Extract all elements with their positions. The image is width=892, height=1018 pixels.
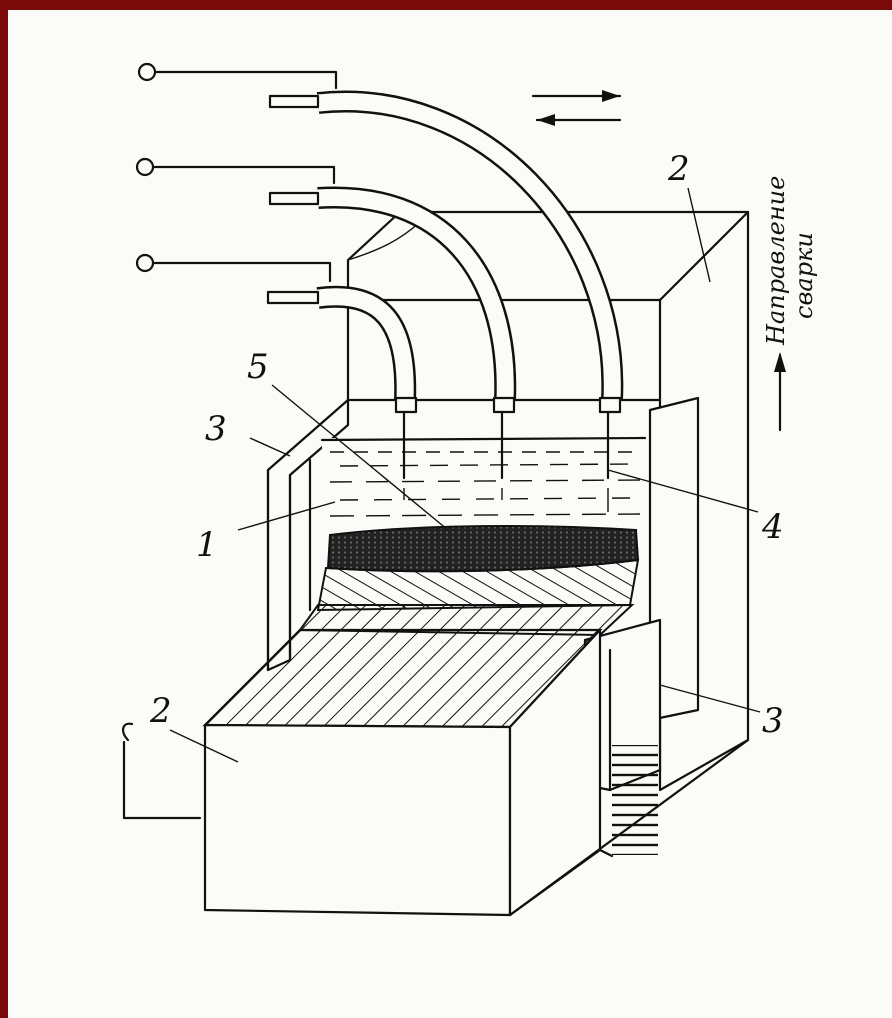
- label-cooling-shoe-right: 3: [762, 701, 784, 741]
- label-weld-pool: 5: [247, 347, 269, 387]
- right-cooling-shoe: [583, 396, 700, 855]
- electrode-wires: [402, 410, 610, 512]
- welding-direction-arrow: [774, 352, 786, 432]
- electrode-hoses: [266, 90, 624, 414]
- direction-text-line1: Направление: [762, 176, 790, 346]
- welding-direction-label: Направление сварки: [762, 176, 818, 346]
- left-cooling-shoe: [266, 398, 350, 672]
- direction-text-line2: сварки: [790, 232, 818, 319]
- label-slag-pool: 1: [196, 525, 218, 565]
- leader-lines: [169, 187, 761, 763]
- label-cooling-shoe-left: 3: [205, 409, 227, 449]
- weld-metal: [298, 558, 640, 637]
- oscillation-arrows: [531, 90, 622, 126]
- lower-base-metal-plate: [202, 628, 750, 917]
- slag-pool: [320, 436, 647, 540]
- label-base-metal-upper: 2: [667, 149, 690, 189]
- power-leads: [122, 62, 338, 820]
- label-base-metal-lower: 2: [149, 691, 172, 731]
- label-electrode-wire: 4: [761, 507, 784, 547]
- part-labels: 1 2 2 3 3 4 5: [149, 149, 784, 741]
